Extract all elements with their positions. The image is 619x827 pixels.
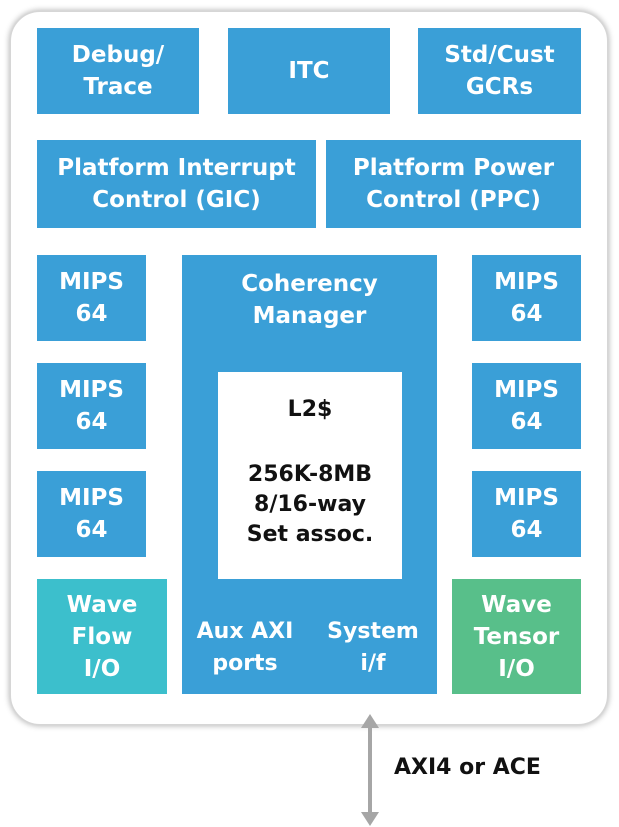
itc-block: ITC bbox=[228, 28, 390, 114]
system-if-label: System i/f bbox=[314, 616, 432, 680]
gcrs-block: Std/Cust GCRs bbox=[418, 28, 581, 114]
mips-label: MIPS bbox=[494, 269, 559, 295]
wave-flow-io-block: Wave Flow I/O bbox=[37, 579, 167, 694]
gic-line-2: Control (GIC) bbox=[92, 187, 261, 213]
coherency-manager-line-1: Coherency bbox=[241, 271, 378, 297]
ppc-line-1: Platform Power bbox=[352, 155, 555, 181]
aux-axi-line-1: Aux AXI bbox=[196, 619, 294, 644]
mips-label: MIPS bbox=[59, 377, 124, 403]
coherency-manager-line-2: Manager bbox=[252, 303, 367, 329]
wave-tensor-line-2: Tensor bbox=[473, 623, 560, 650]
coherency-manager-title: Coherency Manager bbox=[182, 268, 437, 332]
mips-core-left-2: MIPS 64 bbox=[37, 363, 146, 449]
mips-bits: 64 bbox=[75, 517, 108, 543]
l2-size: 256K-8MB bbox=[247, 462, 373, 487]
mips-label: MIPS bbox=[59, 269, 124, 295]
mips-bits: 64 bbox=[510, 517, 543, 543]
mips-label: MIPS bbox=[494, 377, 559, 403]
mips-core-right-3: MIPS 64 bbox=[472, 471, 581, 557]
system-if-line-1: System bbox=[327, 619, 419, 644]
itc-label: ITC bbox=[288, 58, 330, 84]
gic-line-1: Platform Interrupt bbox=[57, 155, 296, 181]
l2-cache-title: L2$ bbox=[287, 397, 333, 422]
l2-cache-specs: 256K-8MB 8/16-way Set assoc. bbox=[218, 460, 402, 550]
debug-trace-block: Debug/ Trace bbox=[37, 28, 199, 114]
l2-assoc: Set assoc. bbox=[246, 522, 374, 547]
debug-trace-line-1: Debug/ bbox=[71, 42, 165, 68]
gcrs-line-2: GCRs bbox=[465, 74, 534, 100]
debug-trace-line-2: Trace bbox=[83, 74, 153, 100]
wave-flow-line-2: Flow bbox=[71, 623, 133, 650]
mips-bits: 64 bbox=[510, 301, 543, 327]
mips-core-left-1: MIPS 64 bbox=[37, 255, 146, 341]
wave-tensor-line-1: Wave bbox=[481, 591, 552, 618]
wave-tensor-io-block: Wave Tensor I/O bbox=[452, 579, 581, 694]
gcrs-line-1: Std/Cust bbox=[444, 42, 555, 68]
axi4-ace-label: AXI4 or ACE bbox=[394, 755, 541, 780]
mips-bits: 64 bbox=[75, 301, 108, 327]
wave-flow-line-3: I/O bbox=[83, 655, 121, 682]
mips-label: MIPS bbox=[59, 485, 124, 511]
ppc-line-2: Control (PPC) bbox=[366, 187, 541, 213]
bidirectional-arrow-icon bbox=[361, 714, 379, 826]
wave-flow-line-1: Wave bbox=[66, 591, 138, 618]
aux-axi-ports-label: Aux AXI ports bbox=[186, 616, 304, 680]
ppc-block: Platform Power Control (PPC) bbox=[326, 140, 581, 228]
mips-core-left-3: MIPS 64 bbox=[37, 471, 146, 557]
aux-axi-line-2: ports bbox=[212, 651, 278, 676]
system-if-line-2: i/f bbox=[360, 651, 386, 676]
gic-block: Platform Interrupt Control (GIC) bbox=[37, 140, 316, 228]
mips-core-right-2: MIPS 64 bbox=[472, 363, 581, 449]
l2-cache-block: L2$ 256K-8MB 8/16-way Set assoc. bbox=[218, 372, 402, 579]
mips-bits: 64 bbox=[510, 409, 543, 435]
wave-tensor-line-3: I/O bbox=[498, 655, 535, 682]
mips-core-right-1: MIPS 64 bbox=[472, 255, 581, 341]
l2-ways: 8/16-way bbox=[254, 492, 366, 517]
mips-bits: 64 bbox=[75, 409, 108, 435]
mips-label: MIPS bbox=[494, 485, 559, 511]
